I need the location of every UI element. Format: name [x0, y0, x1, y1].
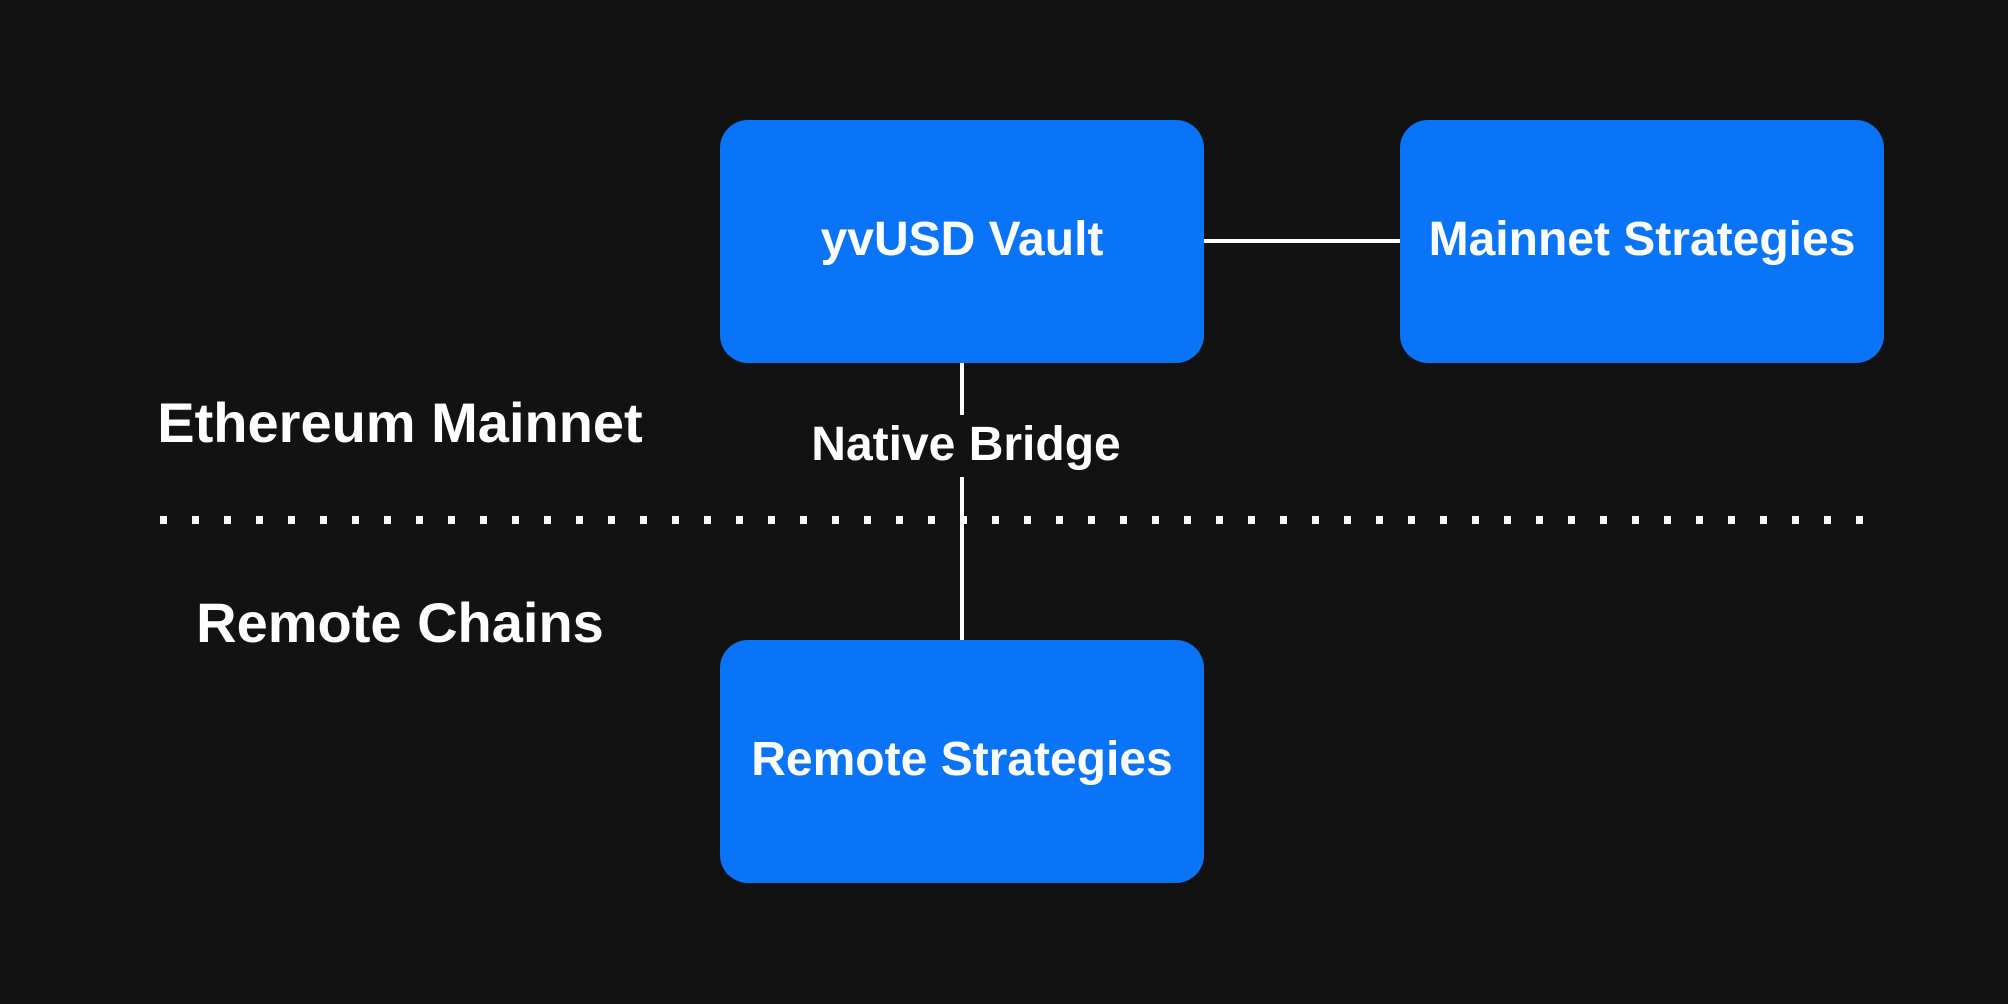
node-mainnet-strategies-label: Mainnet Strategies	[1428, 213, 1856, 266]
native-bridge-label: Native Bridge	[811, 418, 1121, 471]
node-yvusd-vault: yvUSD Vault	[720, 120, 1204, 363]
vault-to-mainnet-strategies-connector	[1204, 239, 1402, 243]
node-yvusd-vault-label: yvUSD Vault	[820, 213, 1104, 266]
chain-boundary-divider	[160, 516, 1866, 524]
node-remote-strategies-label: Remote Strategies	[751, 733, 1173, 786]
node-mainnet-strategies: Mainnet Strategies	[1400, 120, 1884, 363]
bridge-to-remote-strategies-connector	[960, 477, 964, 640]
vault-to-bridge-connector	[960, 363, 964, 415]
region-label-ethereum-mainnet: Ethereum Mainnet	[157, 391, 643, 454]
node-remote-strategies: Remote Strategies	[720, 640, 1204, 883]
region-label-remote-chains: Remote Chains	[196, 591, 604, 654]
